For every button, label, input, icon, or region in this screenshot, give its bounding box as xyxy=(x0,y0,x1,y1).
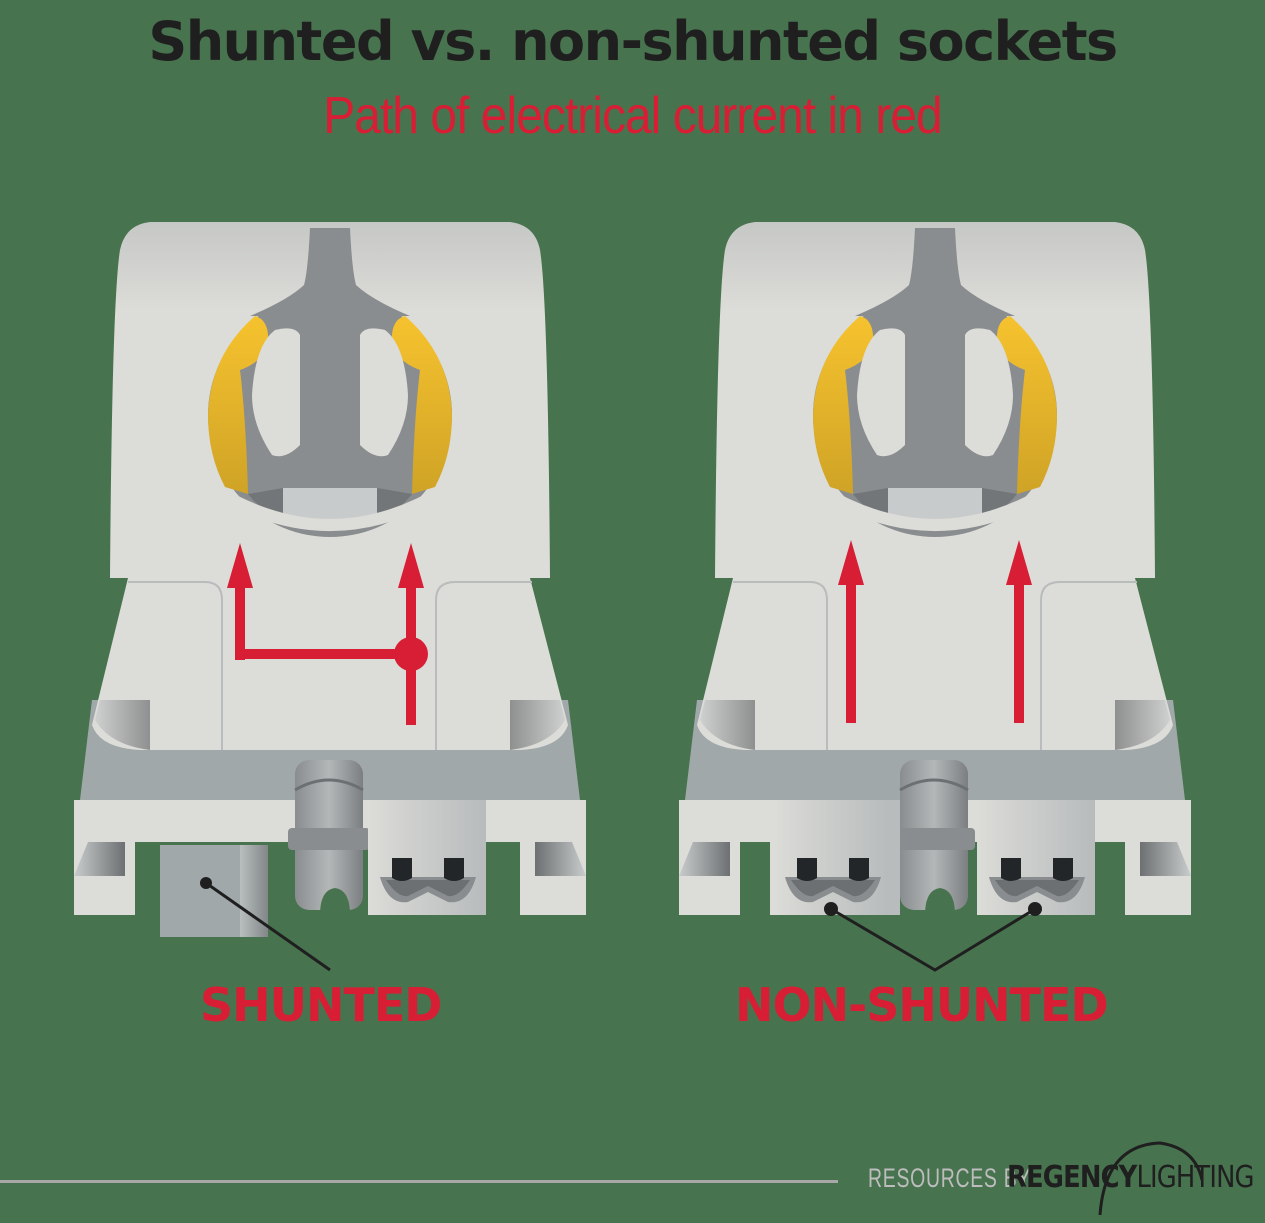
page-title: Shunted vs. non-shunted sockets xyxy=(148,10,1118,73)
footer-resources-by: RESOURCES BY xyxy=(868,1163,1032,1193)
non-shunted-label: NON-SHUNTED xyxy=(735,978,1109,1032)
shunted-socket xyxy=(74,222,586,972)
non-shunted-socket xyxy=(679,222,1191,972)
current-path-shunted xyxy=(227,543,428,725)
footer-divider xyxy=(0,1180,838,1183)
shunted-label: SHUNTED xyxy=(200,978,442,1032)
junction-dot xyxy=(394,637,428,671)
current-path-non-shunted xyxy=(838,540,1032,723)
page-subtitle: Path of electrical current in red xyxy=(323,87,942,145)
logo-arc-icon xyxy=(1098,1141,1204,1216)
